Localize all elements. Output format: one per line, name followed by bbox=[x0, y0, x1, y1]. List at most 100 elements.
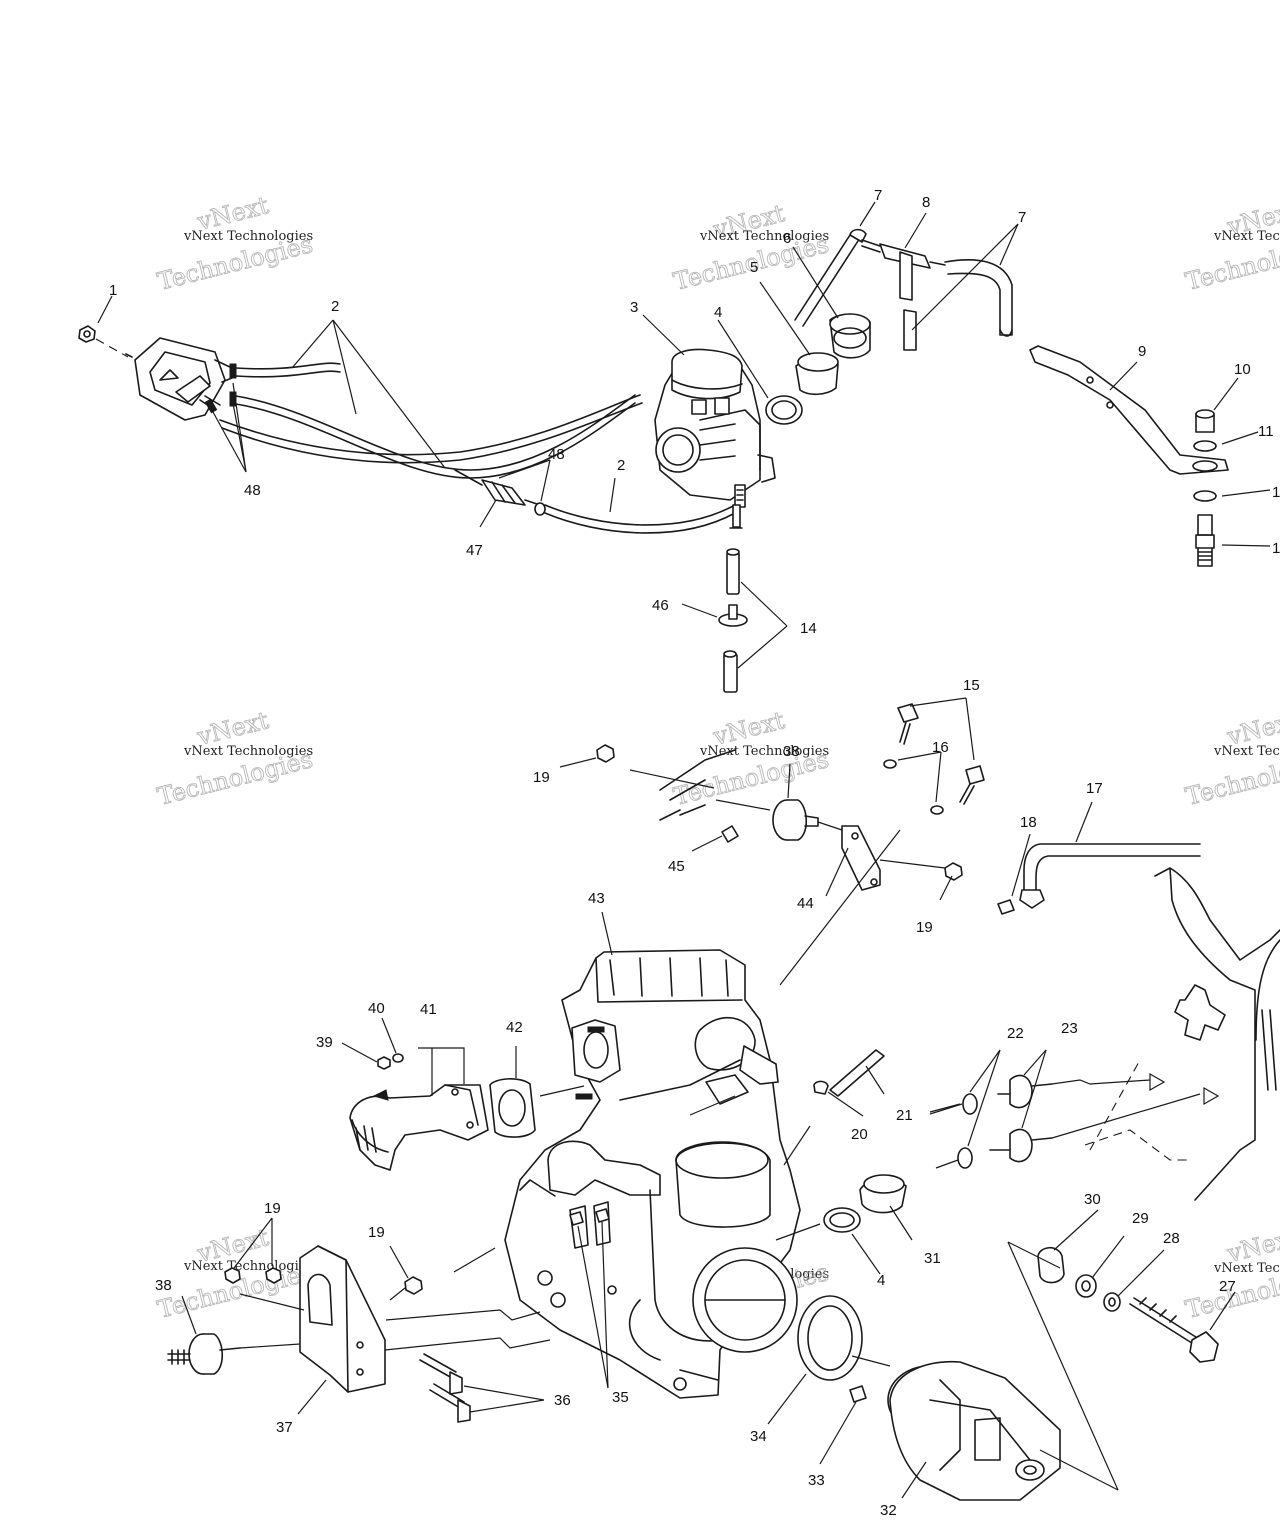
dowel-pin-21 bbox=[830, 1050, 884, 1096]
bolt-18 bbox=[998, 900, 1014, 914]
bolts-36 bbox=[420, 1354, 470, 1422]
callout-42: 42 bbox=[506, 1019, 523, 1036]
callout-43: 43 bbox=[588, 890, 605, 907]
watermark-brand-full: vNext Technologies bbox=[1213, 744, 1280, 759]
callout-9: 9 bbox=[1138, 343, 1146, 360]
washers-16 bbox=[884, 760, 943, 814]
callout-13: 1 bbox=[1272, 540, 1280, 557]
callout-48-right: 48 bbox=[548, 446, 565, 463]
callout-34: 34 bbox=[750, 1428, 767, 1445]
callout-12: 1 bbox=[1272, 484, 1280, 501]
fuel-hoses bbox=[220, 363, 735, 533]
watermark-top-center: vNext vNext Technologies Technologies bbox=[670, 199, 832, 297]
callout-35: 35 bbox=[612, 1389, 629, 1406]
mount-parts-27-30 bbox=[1038, 1248, 1218, 1362]
watermark-brand-full: vNext Technologies bbox=[1213, 1261, 1280, 1276]
nut-stack-10-13 bbox=[1194, 410, 1216, 566]
engine-bracket-37 bbox=[300, 1246, 385, 1392]
callout-1: 1 bbox=[109, 282, 117, 299]
assembly-lines bbox=[240, 770, 1218, 1490]
bolts-35 bbox=[570, 1209, 609, 1225]
callout-33: 33 bbox=[808, 1472, 825, 1489]
nut-part-1 bbox=[79, 326, 95, 342]
callout-47: 47 bbox=[466, 542, 483, 559]
callout-40: 40 bbox=[368, 1000, 385, 1017]
watermark-brand-full: vNext Technologies bbox=[1213, 229, 1280, 244]
callout-37: 37 bbox=[276, 1419, 293, 1436]
callout-29: 29 bbox=[1132, 1210, 1149, 1227]
mount-bracket-44 bbox=[842, 826, 880, 890]
callout-32: 32 bbox=[880, 1502, 897, 1519]
drain-hose-parts-14-46 bbox=[719, 549, 747, 692]
watermark-brand-full: vNext Technologies bbox=[699, 229, 829, 244]
callout-36: 36 bbox=[554, 1392, 571, 1409]
callout-48-left: 48 bbox=[244, 482, 261, 499]
callout-22: 22 bbox=[1007, 1025, 1024, 1042]
callout-19-bracket: 19 bbox=[264, 1200, 281, 1217]
rubber-mounts-22-23 bbox=[958, 1075, 1052, 1168]
clip-20 bbox=[814, 1081, 828, 1094]
callout-10: 10 bbox=[1234, 361, 1251, 378]
rubber-mount-38-bottom bbox=[168, 1334, 240, 1374]
leader-lines bbox=[98, 202, 1270, 1498]
nuts-19 bbox=[225, 745, 962, 1294]
callout-15: 15 bbox=[963, 677, 980, 694]
watermark-top-right: vNext vNext Technologies Technologies bbox=[1182, 196, 1280, 297]
callout-30: 30 bbox=[1084, 1191, 1101, 1208]
rubber-mount-38-top bbox=[773, 800, 818, 840]
callout-31: 31 bbox=[924, 1250, 941, 1267]
callout-5: 5 bbox=[750, 259, 758, 276]
callout-2-upper: 2 bbox=[331, 298, 339, 315]
callout-3: 3 bbox=[630, 299, 638, 316]
water-pump-housing bbox=[693, 1248, 797, 1352]
callout-4-upper: 4 bbox=[714, 304, 722, 321]
watermark-brand-full: vNext Technologies bbox=[183, 1259, 313, 1274]
watermark-top-left: vNext vNext Technologies Technologies bbox=[154, 191, 316, 297]
inline-fuel-filter bbox=[455, 470, 545, 515]
bolt-45 bbox=[722, 826, 738, 842]
bracket-part-9 bbox=[1030, 346, 1228, 474]
callout-20: 20 bbox=[851, 1126, 868, 1143]
gear-case-32 bbox=[888, 1362, 1060, 1500]
callout-46: 46 bbox=[652, 597, 669, 614]
carburetor bbox=[655, 350, 775, 529]
gasket-42 bbox=[490, 1079, 535, 1137]
watermark-mid-left: vNext vNext Technologies Technologies bbox=[154, 706, 316, 812]
callout-27: 27 bbox=[1219, 1278, 1236, 1295]
callout-8: 8 bbox=[922, 194, 930, 211]
callout-16: 16 bbox=[932, 739, 949, 756]
watermark-brand-full: vNext Technologies bbox=[183, 229, 313, 244]
clamp-and-coupler-4-31 bbox=[824, 1175, 906, 1232]
bolt-33 bbox=[850, 1386, 866, 1402]
callout-2-lower: 2 bbox=[617, 457, 625, 474]
callout-39: 39 bbox=[316, 1034, 333, 1051]
callout-19-top: 19 bbox=[533, 769, 550, 786]
fuel-pump bbox=[135, 338, 236, 420]
callout-7-right: 7 bbox=[1018, 209, 1026, 226]
vent-hoses-and-tee bbox=[795, 230, 1012, 350]
bolts-15 bbox=[898, 704, 984, 804]
callout-45: 45 bbox=[668, 858, 685, 875]
callout-38-bottom: 38 bbox=[155, 1277, 172, 1294]
intake-manifold-41 bbox=[350, 1085, 488, 1170]
callout-23: 23 bbox=[1061, 1020, 1078, 1037]
callout-41: 41 bbox=[420, 1001, 437, 1018]
callout-labels: 1 2 2 3 4 4 5 6 7 7 8 9 10 11 1 1 14 15 … bbox=[109, 187, 1280, 1519]
watermark-bottom-right: vNext vNext Technologies Technologies bbox=[1182, 1223, 1280, 1325]
callout-14: 14 bbox=[800, 620, 817, 637]
watermark-brand-full: vNext Technologies bbox=[699, 744, 829, 759]
callout-17: 17 bbox=[1086, 780, 1103, 797]
callout-21: 21 bbox=[896, 1107, 913, 1124]
frame-bracket-right bbox=[1085, 868, 1280, 1200]
callout-28: 28 bbox=[1163, 1230, 1180, 1247]
watermark-brand-full: vNext Technologies bbox=[183, 744, 313, 759]
callout-19-right: 19 bbox=[916, 919, 933, 936]
gasket-34 bbox=[798, 1296, 862, 1380]
callout-19-lower: 19 bbox=[368, 1224, 385, 1241]
callout-44: 44 bbox=[797, 895, 814, 912]
watermark-mid-right: vNext vNext Technologies Technologies bbox=[1182, 706, 1280, 812]
engine-mount-fragment-left bbox=[660, 750, 735, 820]
callout-7-left: 7 bbox=[874, 187, 882, 204]
stud-and-washer-39-40 bbox=[378, 1054, 403, 1069]
